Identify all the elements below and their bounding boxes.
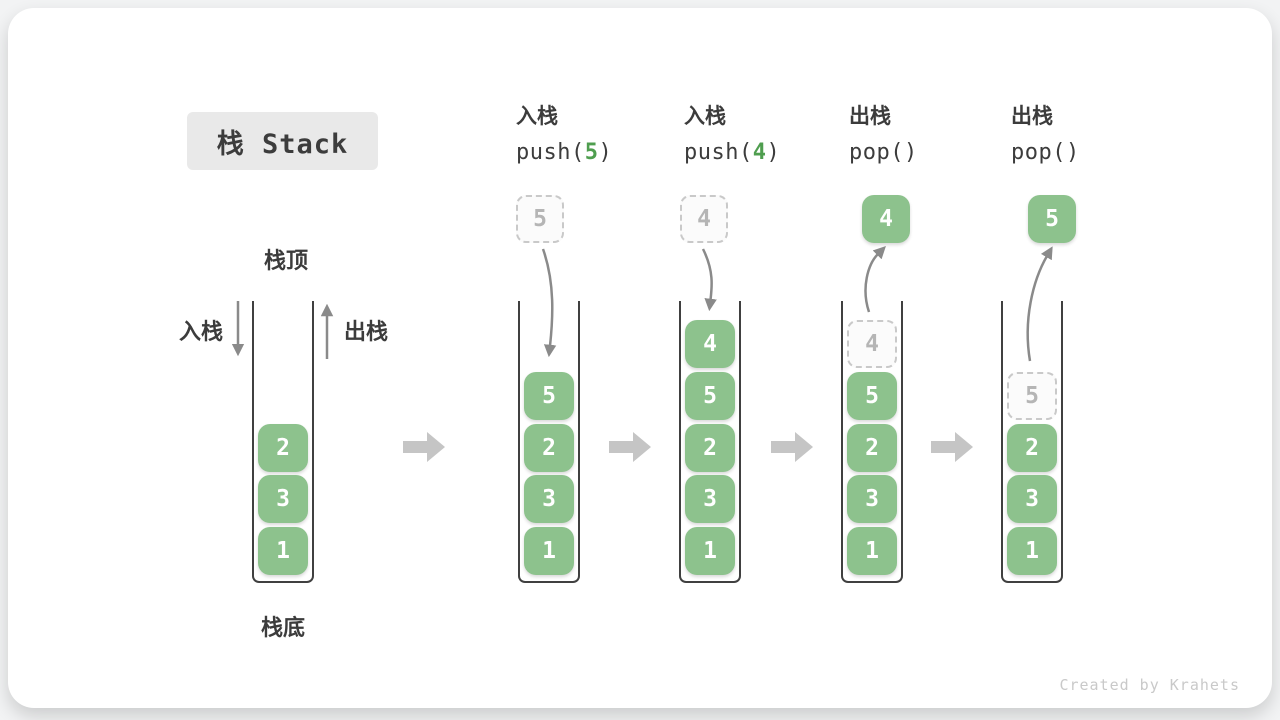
operation-header-pop-5: 出栈 pop() [1011,106,1080,165]
operation-argument: 5 [584,140,599,165]
stack-block-2: 2 [1007,423,1057,472]
step-arrow-icon [931,432,973,462]
stack-block-2: 2 [258,423,308,472]
operation-label: 入栈 [684,105,726,128]
floating-value-push-5: 5 [516,195,564,243]
stack-block-3: 3 [258,475,308,524]
operation-label: 入栈 [516,105,558,128]
stack-top-label: 栈顶 [263,248,309,273]
watermark: Created by Krahets [1059,676,1240,694]
operation-header-pop-4: 出栈 pop() [849,106,918,165]
operation-header-push-4: 入栈 push(4) [684,106,780,165]
title-box: 栈 Stack [187,112,378,170]
floating-value-push-4: 4 [680,195,728,243]
stack-block-1: 1 [524,527,574,575]
stack-block-5: 5 [1007,371,1057,420]
push-direction-label: 入栈 [178,319,224,344]
operation-label: 出栈 [1011,105,1053,128]
stack-block-3: 3 [1007,475,1057,524]
floating-value-pop-5: 5 [1028,195,1076,243]
stack-block-1: 1 [258,527,308,575]
title-text: 栈 Stack [216,128,349,160]
stack-block-2: 2 [685,423,735,472]
stack-block-1: 1 [1007,527,1057,575]
stack-block-3: 3 [524,475,574,524]
stack-block-5: 5 [685,371,735,420]
stack-block-1: 1 [847,527,897,575]
stack-block-5: 5 [847,371,897,420]
operation-code: push(5) [516,140,613,165]
operation-argument: 4 [752,140,767,165]
operation-code: push(4) [684,140,781,165]
step-arrow-icon [609,432,651,462]
stack-block-2: 2 [847,423,897,472]
operation-label: 出栈 [849,105,891,128]
step-arrow-icon [403,432,445,462]
operation-header-push-5: 入栈 push(5) [516,106,612,165]
operation-code: pop() [849,140,918,165]
stack-bottom-label: 栈底 [260,615,306,640]
stack-block-4: 4 [685,320,735,368]
operation-code: pop() [1011,140,1080,165]
stack-block-3: 3 [685,475,735,524]
stack-block-3: 3 [847,475,897,524]
floating-value-pop-4: 4 [862,195,910,243]
stack-block-5: 5 [524,371,574,420]
stack-block-1: 1 [685,527,735,575]
pop-direction-label: 出栈 [343,319,389,344]
step-arrow-icon [771,432,813,462]
stack-block-4: 4 [847,320,897,368]
stack-block-2: 2 [524,423,574,472]
